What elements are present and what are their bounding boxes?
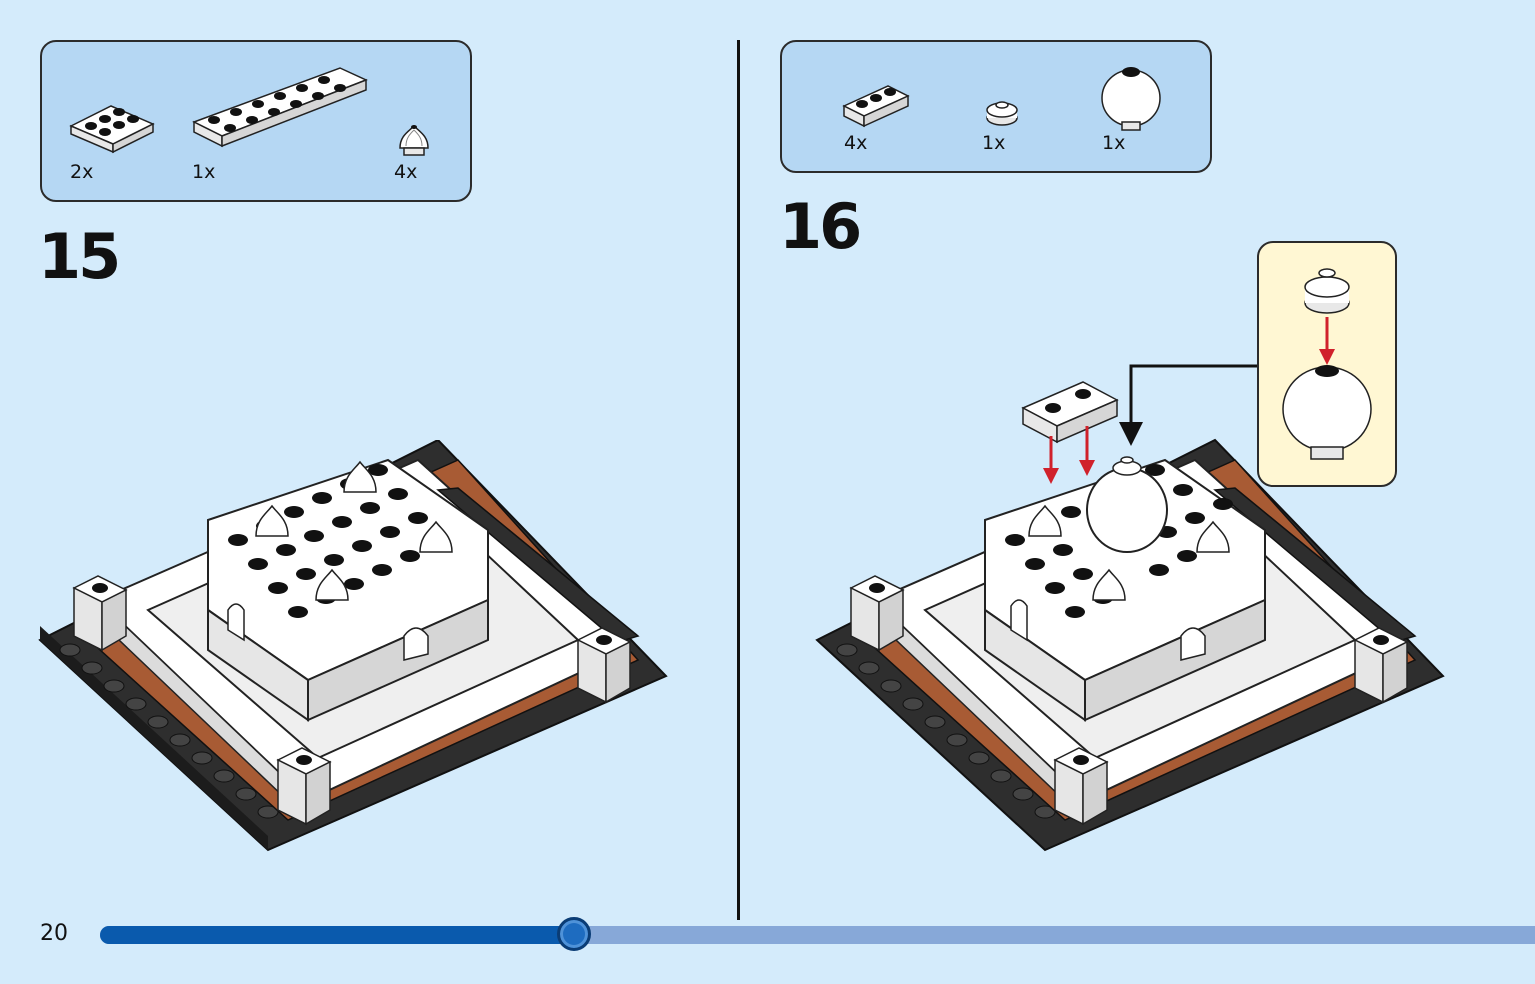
step-15-part-1-qty: 2x xyxy=(70,161,94,183)
step-15-part-3-qty: 4x xyxy=(394,161,418,183)
step-15-number: 15 xyxy=(38,220,121,293)
step-16-parts-box: 4x 1x 1x xyxy=(780,40,1212,173)
step-16-part-1-qty: 4x xyxy=(844,132,868,154)
subassembly-illustration xyxy=(1282,268,1372,460)
page-number: 20 xyxy=(40,921,68,946)
step-16-model-illustration xyxy=(815,364,1445,852)
plate-2x6-white-icon xyxy=(192,67,368,148)
onion-dome-white-icon xyxy=(399,124,429,156)
plate-1x3-white-icon xyxy=(842,85,910,128)
step-15-model-illustration xyxy=(38,440,668,852)
step-16-subassembly-callout xyxy=(1257,241,1397,487)
step-15-parts-box: 2x 1x 4x xyxy=(40,40,472,202)
round-plate-1x1-white-icon xyxy=(986,101,1018,126)
step-divider xyxy=(737,40,740,920)
plate-2x3-white-icon xyxy=(69,105,155,154)
progress-bar xyxy=(100,917,1535,951)
progress-bar-fill xyxy=(100,926,574,944)
step-16-number: 16 xyxy=(779,190,862,263)
sphere-dome-white-icon xyxy=(1101,67,1161,131)
step-16-part-3-qty: 1x xyxy=(1102,132,1126,154)
step-15-part-2-qty: 1x xyxy=(192,161,216,183)
step-16-part-2-qty: 1x xyxy=(982,132,1006,154)
progress-handle-icon xyxy=(557,917,591,951)
